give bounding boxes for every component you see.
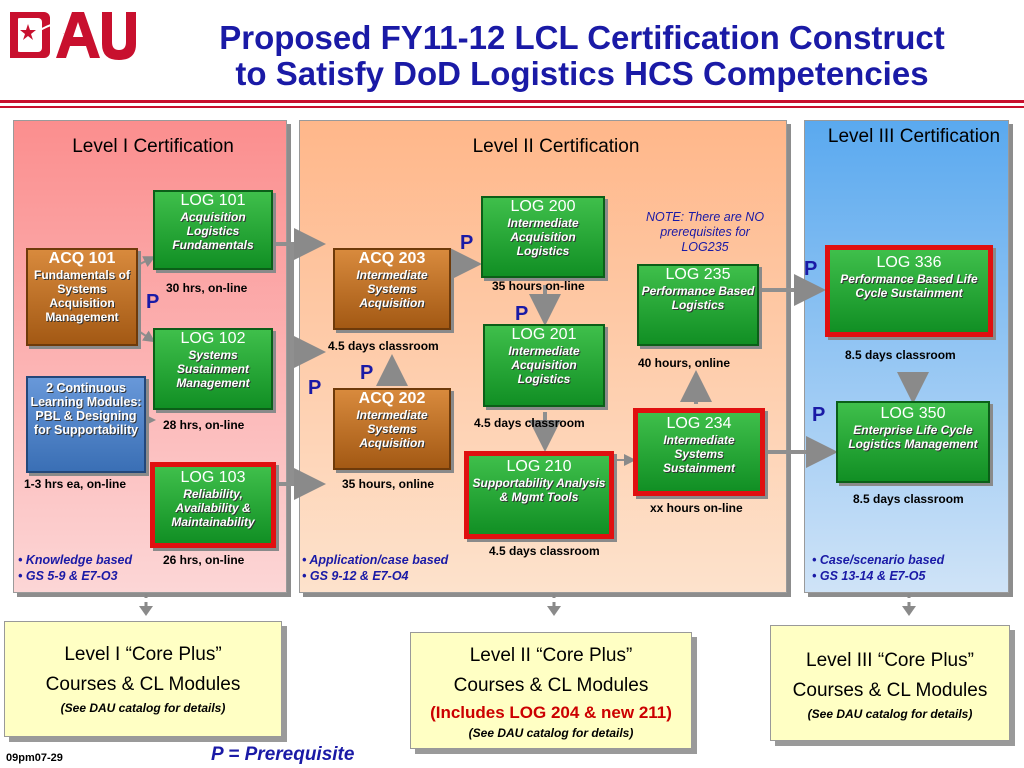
cl-modules-hours: 1-3 hrs ea, on-line (24, 477, 127, 491)
title-line-2: to Satisfy DoD Logistics HCS Competencie… (235, 55, 929, 92)
core-line2: Courses & CL Modules (453, 675, 649, 696)
prereq-p-level2: P (308, 377, 322, 399)
log235-hours: 40 hours, online (638, 356, 731, 370)
course-log336[interactable]: LOG 336 Performance Based Life Cycle Sus… (825, 245, 993, 337)
course-desc: Enterprise Life Cycle Logistics Manageme… (848, 423, 978, 451)
course-code: LOG 201 (511, 326, 577, 343)
course-code: LOG 200 (510, 198, 576, 215)
acq202-hours: 35 hours, online (342, 477, 435, 491)
course-desc: Systems Sustainment Management (176, 348, 250, 390)
title-line-1: Proposed FY11-12 LCL Certification Const… (219, 19, 945, 56)
svg-text:DAU: DAU (63, 32, 65, 35)
course-desc: Intermediate Acquisition Logistics (507, 216, 579, 258)
prereq-legend: P = Prerequisite (211, 744, 355, 765)
course-log235[interactable]: LOG 235 Performance Based Logistics (637, 264, 759, 346)
course-code: ACQ 202 (358, 390, 426, 407)
header-rule (0, 100, 1024, 103)
core-small: (See DAU catalog for details) (468, 726, 634, 740)
course-code: ACQ 101 (48, 250, 116, 267)
course-desc: Reliability, Availability & Maintainabil… (171, 487, 255, 529)
course-code: LOG 102 (180, 330, 246, 347)
prereq-p-acq203: P (360, 362, 374, 384)
level3-title: Level III Certification (827, 126, 1001, 147)
core-small: (See DAU catalog for details) (807, 707, 973, 721)
course-code: ACQ 203 (358, 250, 426, 267)
core-line1: Level II “Core Plus” (469, 645, 633, 666)
bullet: • GS 5-9 & E7-O3 (18, 569, 118, 583)
prereq-p-log102: P (146, 291, 160, 313)
level2-title: Level II Certification (472, 136, 640, 157)
cl-modules-box[interactable]: 2 Continuous Learning Modules: PBL & Des… (26, 376, 146, 473)
course-log101[interactable]: LOG 101 Acquisition Logistics Fundamenta… (153, 190, 273, 270)
course-code: LOG 103 (180, 469, 246, 486)
prereq-p-log201: P (515, 303, 529, 325)
prereq-p-log200: P (460, 232, 474, 254)
level1-title: Level I Certification (72, 136, 234, 157)
core-line2: Courses & CL Modules (792, 680, 988, 701)
core-plus-level2[interactable]: Level II “Core Plus” Courses & CL Module… (410, 632, 692, 749)
course-desc: Performance Based Logistics (641, 284, 755, 312)
log235-note: NOTE: There are NO prerequisites for LOG… (645, 210, 765, 254)
bullet: • Knowledge based (18, 553, 133, 567)
level3-panel (804, 120, 1009, 593)
course-log200[interactable]: LOG 200 Intermediate Acquisition Logisti… (481, 196, 605, 278)
header-rule-thin (0, 106, 1024, 108)
course-log234[interactable]: LOG 234 Intermediate Systems Sustainment (633, 408, 765, 496)
course-log102[interactable]: LOG 102 Systems Sustainment Management (153, 328, 273, 410)
log200-hours: 35 hours on-line (492, 279, 585, 293)
level1-bullets: • Knowledge based • GS 5-9 & E7-O3 (18, 552, 132, 584)
course-log103[interactable]: LOG 103 Reliability, Availability & Main… (150, 462, 276, 548)
bullet: • Application/case based (302, 553, 449, 567)
log336-hours: 8.5 days classroom (845, 348, 956, 362)
core-red-note: (Includes LOG 204 & new 211) (430, 703, 672, 722)
level3-bullets: • Case/scenario based • GS 13-14 & E7-O5 (812, 552, 944, 584)
core-plus-level1[interactable]: Level I “Core Plus” Courses & CL Modules… (4, 621, 282, 737)
course-acq101[interactable]: ACQ 101 Fundamentals of Systems Acquisit… (26, 248, 138, 346)
page-title: Proposed FY11-12 LCL Certification Const… (140, 20, 1024, 92)
course-desc: Supportability Analysis & Mgmt Tools (472, 476, 606, 504)
course-log210[interactable]: LOG 210 Supportability Analysis & Mgmt T… (464, 451, 614, 539)
log102-hours: 28 hrs, on-line (163, 418, 245, 432)
course-acq203[interactable]: ACQ 203 Intermediate Systems Acquisition (333, 248, 451, 330)
course-code: LOG 210 (506, 458, 572, 475)
log210-hours: 4.5 days classroom (489, 544, 600, 558)
core-line1: Level III “Core Plus” (806, 650, 974, 671)
core-small: (See DAU catalog for details) (60, 701, 226, 715)
log103-hours: 26 hrs, on-line (163, 553, 245, 567)
dau-logo: DAU (8, 6, 138, 66)
level2-bullets: • Application/case based • GS 9-12 & E7-… (302, 552, 448, 584)
course-log201[interactable]: LOG 201 Intermediate Acquisition Logisti… (483, 324, 605, 407)
course-desc: Acquisition Logistics Fundamentals (172, 210, 254, 252)
course-desc: Intermediate Acquisition Logistics (508, 344, 580, 386)
course-desc: Intermediate Systems Sustainment (662, 433, 735, 475)
course-code: LOG 234 (666, 415, 732, 432)
bullet: • GS 13-14 & E7-O5 (812, 569, 926, 583)
log201-hours: 4.5 days classroom (474, 416, 585, 430)
course-desc: Performance Based Life Cycle Sustainment (840, 272, 978, 300)
prereq-p-log336: P (804, 258, 818, 280)
core-line1: Level I “Core Plus” (64, 644, 222, 665)
log101-hours: 30 hrs, on-line (166, 281, 248, 295)
core-plus-level3[interactable]: Level III “Core Plus” Courses & CL Modul… (770, 625, 1010, 741)
course-desc: Fundamentals of Systems Acquisition Mana… (33, 268, 130, 324)
log234-hours: xx hours on-line (650, 501, 743, 515)
course-code: LOG 101 (180, 192, 246, 209)
prereq-p-log350: P (812, 404, 826, 426)
course-log350[interactable]: LOG 350 Enterprise Life Cycle Logistics … (836, 401, 990, 483)
course-desc: Intermediate Systems Acquisition (356, 408, 428, 450)
course-desc: Intermediate Systems Acquisition (356, 268, 428, 310)
course-code: LOG 235 (665, 266, 731, 283)
cl-modules-text: 2 Continuous Learning Modules: PBL & Des… (30, 381, 142, 437)
slide-code: 09pm07-29 (6, 752, 63, 764)
core-line2: Courses & CL Modules (45, 674, 241, 695)
bullet: • GS 9-12 & E7-O4 (302, 569, 409, 583)
course-acq202[interactable]: ACQ 202 Intermediate Systems Acquisition (333, 388, 451, 470)
course-code: LOG 336 (876, 254, 942, 271)
bullet: • Case/scenario based (812, 553, 945, 567)
course-code: LOG 350 (880, 405, 946, 422)
acq203-hours: 4.5 days classroom (328, 339, 439, 353)
log350-hours: 8.5 days classroom (853, 492, 964, 506)
